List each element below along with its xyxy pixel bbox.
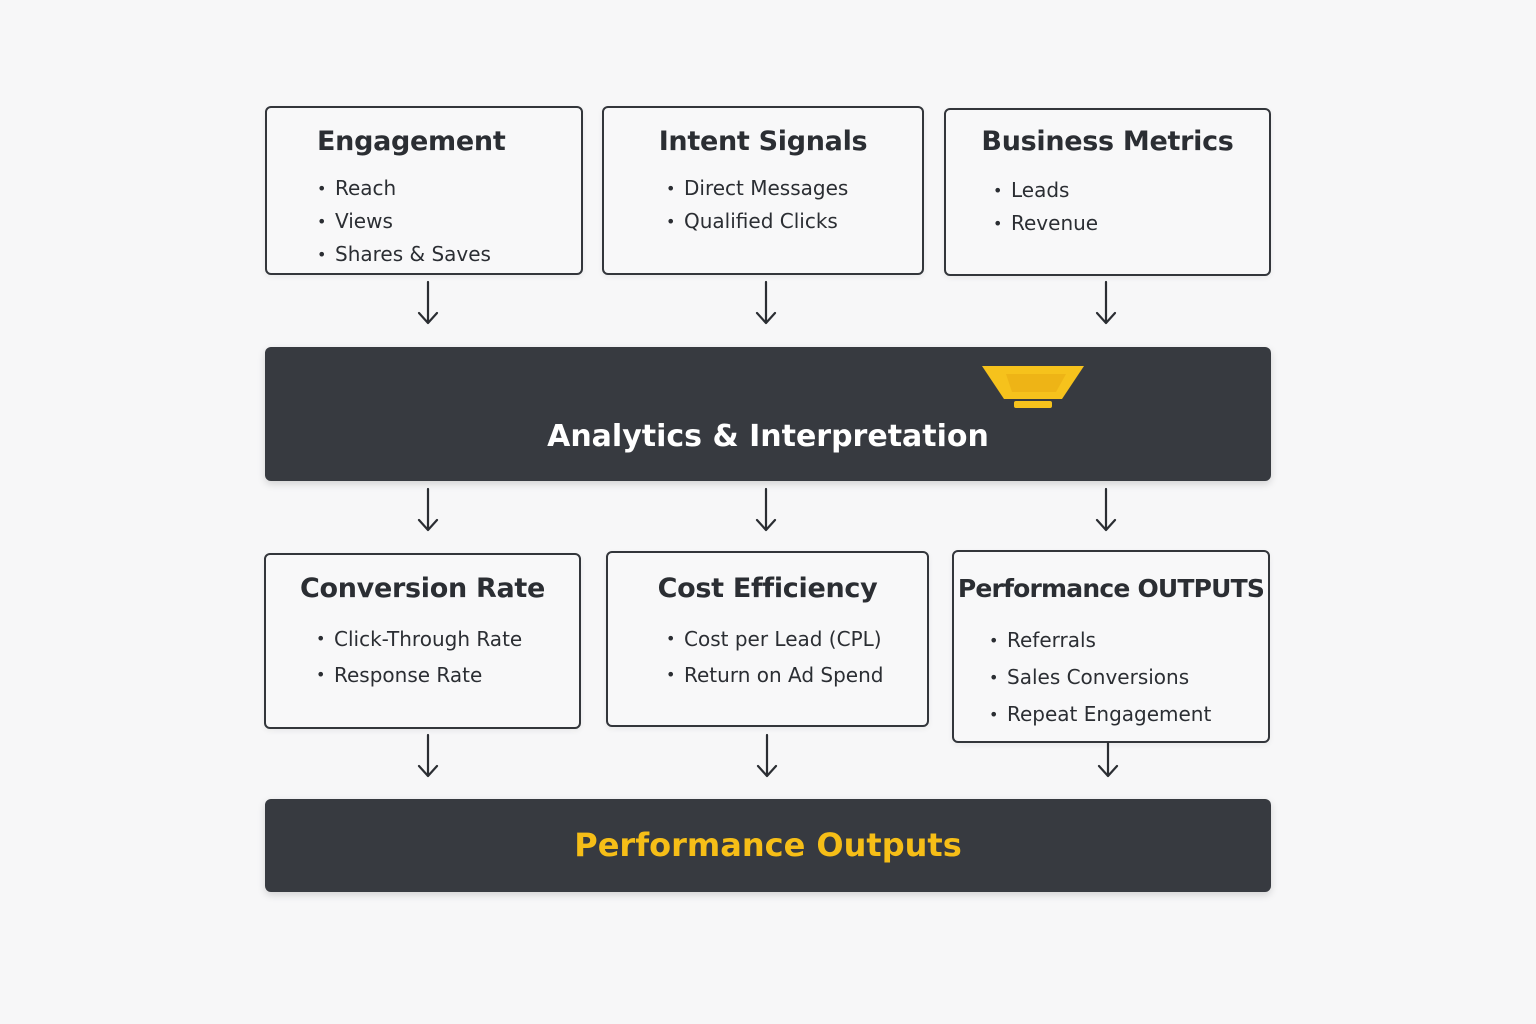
down-arrow-icon: [1095, 280, 1117, 325]
performance-outputs-box: Performance OUTPUTS Referrals Sales Conv…: [952, 550, 1270, 743]
down-arrow-icon: [417, 280, 439, 325]
engagement-list: Reach Views Shares & Saves: [317, 172, 491, 271]
list-item: Leads: [993, 174, 1098, 207]
business-metrics-box: Business Metrics Leads Revenue: [944, 108, 1271, 276]
conversion-rate-title: Conversion Rate: [299, 573, 546, 604]
list-item: Reach: [317, 172, 491, 205]
cost-efficiency-list: Cost per Lead (CPL) Return on Ad Spend: [666, 621, 883, 693]
down-arrow-icon: [1097, 741, 1119, 778]
business-metrics-title: Business Metrics: [981, 126, 1234, 157]
performance-outputs-list: Referrals Sales Conversions Repeat Engag…: [989, 622, 1211, 733]
down-arrow-icon: [1095, 487, 1117, 532]
funnel-icon: [982, 366, 1084, 408]
performance-outputs-title: Performance OUTPUTS: [957, 574, 1265, 603]
list-item: Repeat Engagement: [989, 696, 1211, 733]
intent-signals-box: Intent Signals Direct Messages Qualified…: [602, 106, 924, 275]
list-item: Cost per Lead (CPL): [666, 621, 883, 657]
engagement-title: Engagement: [317, 126, 506, 157]
list-item: Sales Conversions: [989, 659, 1211, 696]
analytics-band: Analytics & Interpretation: [265, 347, 1271, 481]
intent-signals-title: Intent Signals: [658, 126, 868, 157]
down-arrow-icon: [756, 733, 778, 778]
down-arrow-icon: [755, 487, 777, 532]
performance-outputs-band-title: Performance Outputs: [574, 826, 962, 864]
list-item: Response Rate: [316, 657, 522, 693]
engagement-box: Engagement Reach Views Shares & Saves: [265, 106, 583, 275]
performance-outputs-band: Performance Outputs: [265, 799, 1271, 892]
analytics-title: Analytics & Interpretation: [547, 419, 989, 454]
list-item: Referrals: [989, 622, 1211, 659]
list-item: Qualified Clicks: [666, 205, 848, 238]
list-item: Return on Ad Spend: [666, 657, 883, 693]
list-item: Views: [317, 205, 491, 238]
down-arrow-icon: [417, 487, 439, 532]
down-arrow-icon: [417, 733, 439, 778]
conversion-rate-list: Click-Through Rate Response Rate: [316, 621, 522, 693]
list-item: Direct Messages: [666, 172, 848, 205]
list-item: Click-Through Rate: [316, 621, 522, 657]
list-item: Revenue: [993, 207, 1098, 240]
business-metrics-list: Leads Revenue: [993, 174, 1098, 240]
down-arrow-icon: [755, 280, 777, 325]
cost-efficiency-title: Cost Efficiency: [657, 573, 878, 604]
conversion-rate-box: Conversion Rate Click-Through Rate Respo…: [264, 553, 581, 729]
list-item: Shares & Saves: [317, 238, 491, 271]
intent-signals-list: Direct Messages Qualified Clicks: [666, 172, 848, 238]
cost-efficiency-box: Cost Efficiency Cost per Lead (CPL) Retu…: [606, 551, 929, 727]
